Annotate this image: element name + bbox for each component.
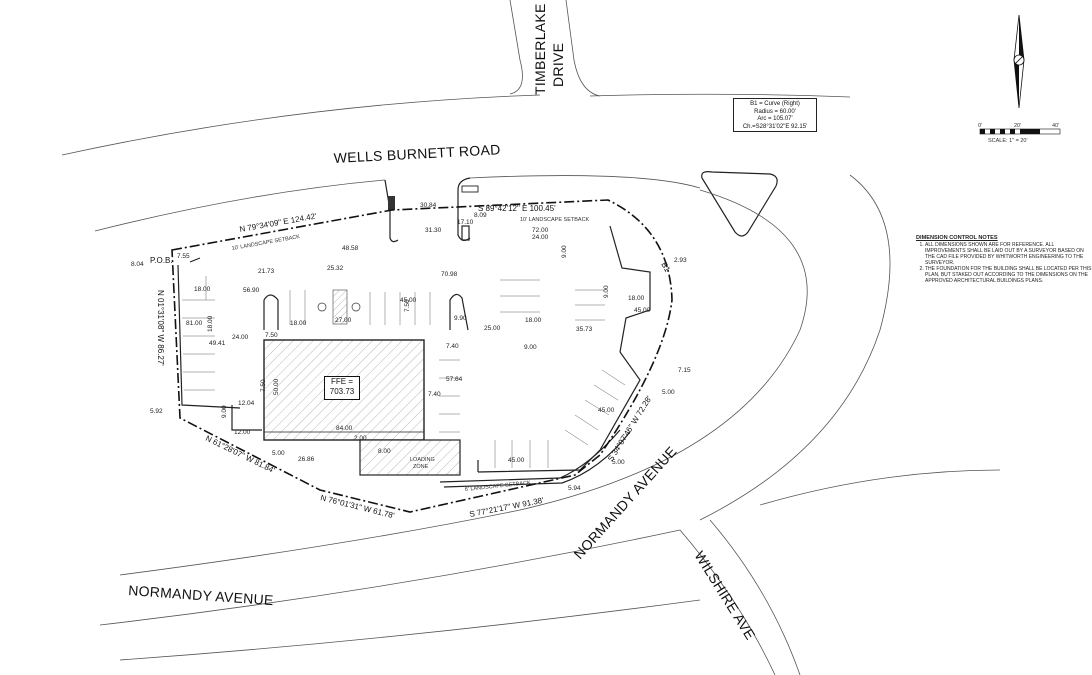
- north-arrow-icon: [1013, 14, 1025, 109]
- curve-table-line: Ch.=S28°31'02"E 92.15': [742, 123, 808, 130]
- dimension-label: 45.00: [598, 407, 615, 414]
- scale-bar: 0' 20' 40': [978, 123, 1061, 135]
- dimension-label: 2.93: [674, 257, 687, 264]
- dimension-label: 25.00: [484, 325, 501, 332]
- loading-zone: [359, 439, 461, 476]
- dimension-label: 27.00: [335, 317, 352, 324]
- landscape-setback-label: 10' LANDSCAPE SETBACK: [231, 234, 301, 252]
- scale-tick: 40': [1052, 123, 1059, 129]
- dimension-control-notes: DIMENSION CONTROL NOTES ALL DIMENSIONS S…: [916, 235, 1092, 284]
- dimension-label: 7.40: [446, 343, 459, 350]
- dimension-label: 9.00: [524, 344, 537, 351]
- ffe-label-line: FFE =: [330, 377, 353, 386]
- curve-table: B1 = Curve (Right) Radius = 60.00' Arc =…: [733, 98, 817, 132]
- dimension-label: 7.55: [177, 253, 190, 260]
- bearing-label: S 34°07'46" W 72.28': [606, 394, 654, 463]
- ffe-value: 703.73: [329, 387, 355, 396]
- dimension-label: 9.00: [561, 245, 568, 258]
- dimension-label: 81.00: [186, 320, 203, 327]
- dimension-label: 45.00: [400, 297, 417, 304]
- landscape-setback-label: 6' LANDSCAPE SETBACK: [465, 480, 532, 493]
- ada-symbol-icon: [317, 302, 327, 312]
- bearing-label: S 77°21'17" W 91.38': [469, 496, 545, 519]
- dimension-label: 57.64: [446, 376, 463, 383]
- dimension-label: 7.50: [404, 299, 411, 312]
- dimension-label: 7.50: [265, 332, 278, 339]
- ada-aisle: [332, 289, 348, 325]
- dimension-label: 26.86: [298, 456, 315, 463]
- dimension-label: 5.00: [662, 389, 675, 396]
- bearing-label: S 89°42'12" E 100.45': [478, 204, 556, 213]
- ada-symbol-icon: [351, 302, 361, 312]
- dimension-label: 5.00: [272, 450, 285, 457]
- dimension-label: 9.00: [221, 405, 228, 418]
- street-label-timberlake: TIMBERLAKE DRIVE: [532, 0, 566, 95]
- curve-table-line: B1 = Curve (Right): [750, 101, 800, 107]
- dimension-label: 18.00: [628, 295, 645, 302]
- bearing-label: N 01°31'08" W 86.27': [156, 290, 165, 366]
- dimension-label: 45.00: [634, 307, 651, 314]
- note-item: THE FOUNDATION FOR THE BUILDING SHALL BE…: [925, 266, 1092, 284]
- dimension-label: 9.90: [454, 315, 467, 322]
- property-boundary: [171, 199, 673, 513]
- dimension-label: 2.00: [354, 435, 367, 442]
- dimension-label: 24.00: [232, 334, 249, 341]
- dimension-label: 70.98: [441, 271, 458, 278]
- curve-table-line: Radius = 60.00': [754, 108, 796, 115]
- dimension-label: 48.58: [342, 245, 359, 252]
- roadway-lines: [61, 0, 1001, 675]
- loading-zone-label: LOADING ZONE: [410, 457, 436, 470]
- dimension-label: 21.73: [258, 268, 275, 275]
- dimension-label: 8.04: [131, 261, 144, 268]
- dimension-label: 25.32: [327, 265, 344, 272]
- dimension-label: 12.04: [238, 400, 255, 407]
- dimension-label: 72.00: [532, 227, 549, 234]
- curve-b1-label: B1: [659, 261, 672, 274]
- ffe-label: FFE = 703.73: [324, 376, 360, 400]
- dimension-label: 18.00: [207, 315, 214, 332]
- dimension-label: 18.00: [290, 320, 307, 327]
- site-curbs: [177, 177, 651, 488]
- dimension-label: 18.00: [525, 317, 542, 324]
- scale-tick: 0': [978, 123, 982, 129]
- dimension-label: 45.00: [508, 457, 525, 464]
- landscape-setback-label: 10' LANDSCAPE SETBACK: [520, 217, 590, 223]
- dimension-label: 5.00: [612, 459, 625, 466]
- street-label-normandy-east: NORMANDY AVENUE: [570, 443, 679, 562]
- dimension-label: 5.92: [150, 408, 163, 415]
- dimension-label: 8.09: [474, 212, 487, 219]
- dimension-label: 24.00: [532, 234, 549, 241]
- dimension-labels: 8.04 7.55 30.84 17.10 8.09 31.30 72.00 2…: [131, 202, 691, 492]
- parking-stalls: [182, 276, 626, 468]
- dimension-label: 84.00: [336, 425, 353, 432]
- dimension-label: 17.10: [457, 219, 474, 226]
- dimension-label: 7.15: [678, 367, 691, 374]
- dimension-label: 9.00: [603, 285, 610, 298]
- scale-label: SCALE: 1" = 20': [988, 138, 1028, 144]
- notes-title: DIMENSION CONTROL NOTES: [916, 235, 998, 241]
- dimension-label: 31.30: [425, 227, 442, 234]
- dimension-label: 56.90: [243, 287, 260, 294]
- street-label-wells-burnett: WELLS BURNETT ROAD: [333, 141, 501, 166]
- dimension-label: 18.00: [194, 286, 211, 293]
- dimension-label: 12.00: [234, 429, 251, 436]
- dimension-label: 30.84: [420, 202, 437, 209]
- dimension-label: 49.41: [209, 340, 226, 347]
- street-label-wilshire: WILSHIRE AVE: [691, 548, 758, 642]
- dimension-label: 8.00: [378, 448, 391, 455]
- bearing-label: N 79°34'09" E 124.42': [239, 211, 318, 233]
- notes-list: ALL DIMENSIONS SHOWN ARE FOR REFERENCE. …: [916, 242, 1092, 284]
- dimension-label: 7.40: [428, 391, 441, 398]
- pob-label: P.O.B.: [150, 256, 173, 265]
- note-item: ALL DIMENSIONS SHOWN ARE FOR REFERENCE. …: [925, 242, 1092, 266]
- bearing-label: N 76°01'31" W 61.78': [320, 493, 396, 520]
- curve-table-line: Arc = 105.07': [757, 116, 793, 122]
- dimension-label: 50.00: [273, 378, 280, 395]
- scale-tick: 20': [1014, 123, 1021, 129]
- dimension-label: 7.50: [260, 379, 267, 392]
- dimension-label: 35.73: [576, 326, 593, 333]
- dimension-label: 5.94: [568, 485, 581, 492]
- street-label-normandy-west: NORMANDY AVENUE: [128, 582, 274, 608]
